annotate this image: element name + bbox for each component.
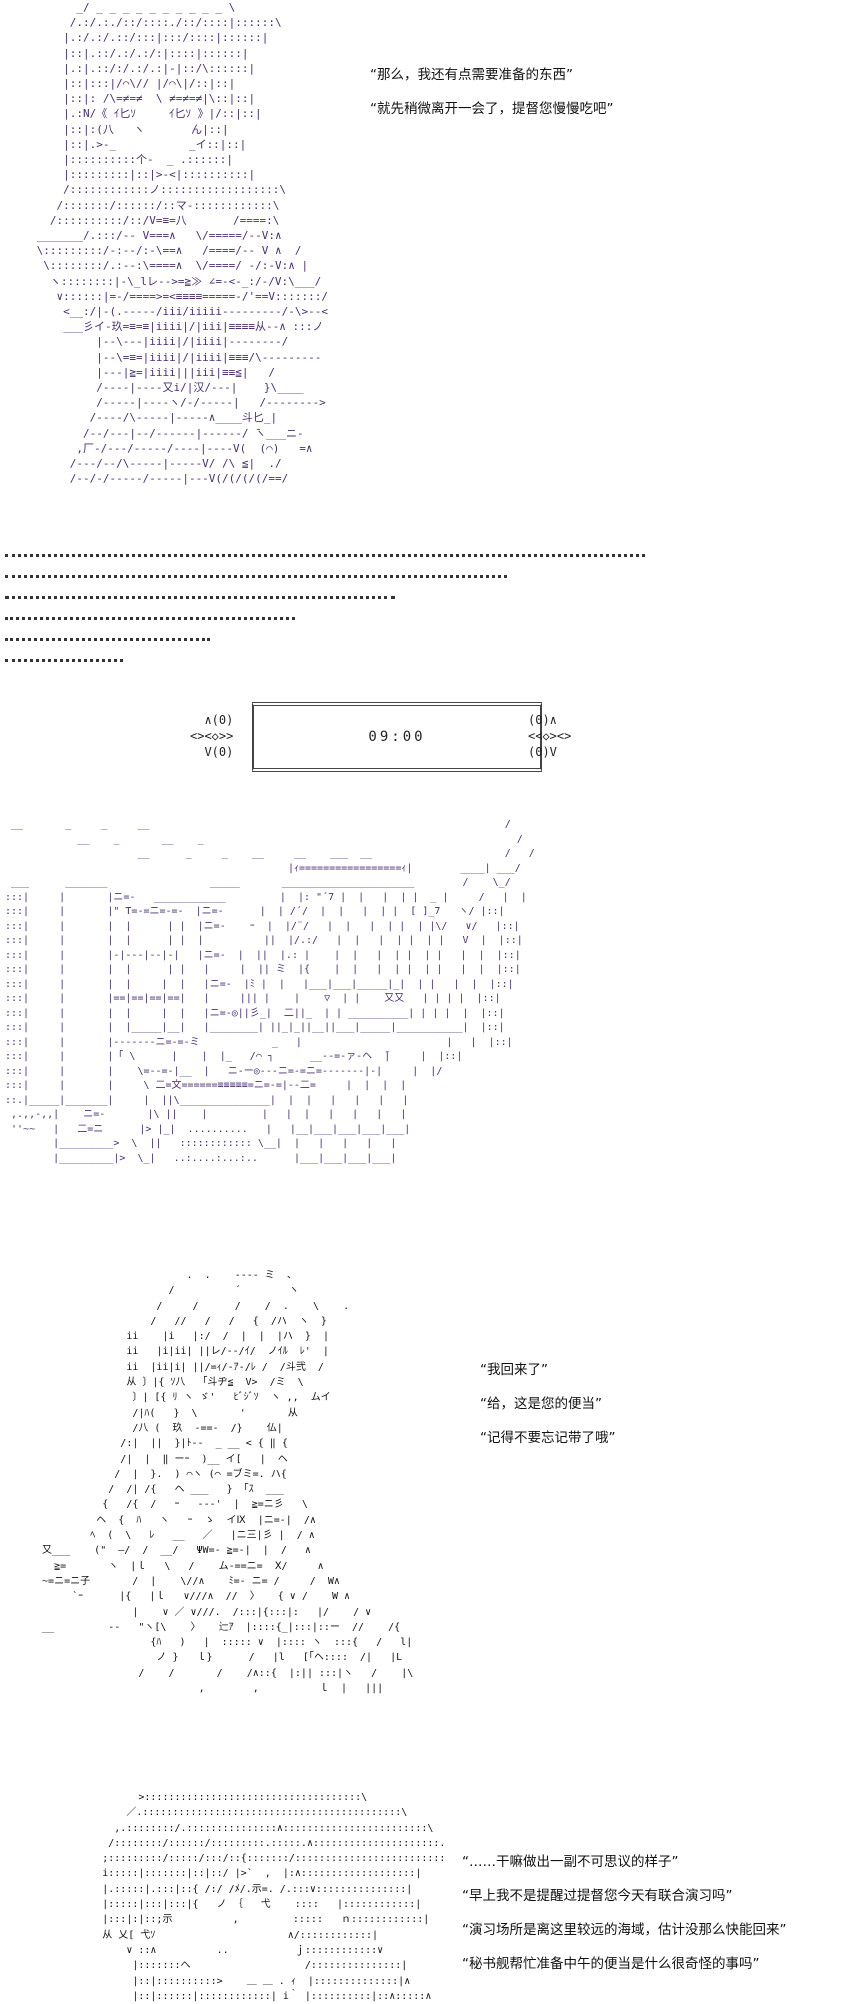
right-ornament-icon: (0)∧ <<◇><> (0)V (528, 713, 572, 759)
dialogue-line: “秘书舰帮忙准备中午的便当是什么很奇怪的事吗” (462, 1956, 760, 1972)
dialogue-line: “给，这是您的便当” (480, 1396, 602, 1412)
dialogue-line: “就先稍微离开一会了，提督您慢慢吃吧” (370, 101, 614, 117)
dialogue-block-2: “我回来了” “给，这是您的便当” “记得不要忘记带了哦” (480, 1353, 616, 1455)
dotted-line (5, 578, 395, 599)
left-ornament-icon: ∧(0) <><◇>> V(0) (190, 713, 234, 759)
dotted-line (5, 536, 645, 557)
time-frame: ∧(0) <><◇>> V(0) 09:00 (0)∧ <<◇><> (0)V (190, 700, 610, 780)
dialogue-line: “记得不要忘记带了哦” (480, 1430, 616, 1446)
dialogue-line: “演习场所是离这里较远的海域，估计没那么快能回来” (462, 1922, 787, 1938)
dotted-line (5, 599, 295, 620)
time-display: 09:00 (368, 729, 426, 745)
dialogue-block-1: “那么，我还有点需要准备的东西” “就先稍微离开一会了，提督您慢慢吃吧” (370, 58, 614, 126)
room-ascii-art: __ _ _ __ / __ _ __ _ / __ (5, 819, 535, 1164)
character-ascii-art-3: >::::::::::::::::::::::::::::::::::::\ ／… (102, 1792, 446, 2002)
dialogue-line: “早上我不是提醒过提督您今天有联合演习吗” (462, 1888, 733, 1904)
dotted-line (5, 557, 507, 578)
dotted-line (5, 641, 123, 662)
dialogue-line: “那么，我还有点需要准备的东西” (370, 67, 573, 83)
time-frame-border (252, 702, 542, 772)
character-ascii-art-1: _/ _ _ _ _ _ _ _ _ _ _ \ /.:/.:./::/::::… (36, 1, 329, 486)
dialogue-block-3: “……干嘛做出一副不可思议的样子” “早上我不是提醒过提督您今天有联合演习吗” … (462, 1845, 787, 1981)
dialogue-line: “我回来了” (480, 1362, 548, 1378)
dotted-line (5, 620, 210, 641)
dotted-separator (5, 536, 645, 662)
dialogue-line: “……干嘛做出一副不可思议的样子” (462, 1854, 679, 1870)
character-ascii-art-2: . . ---- ミ 、 / ´ ヽ / / / / . \ . / // / … (42, 1270, 414, 1695)
